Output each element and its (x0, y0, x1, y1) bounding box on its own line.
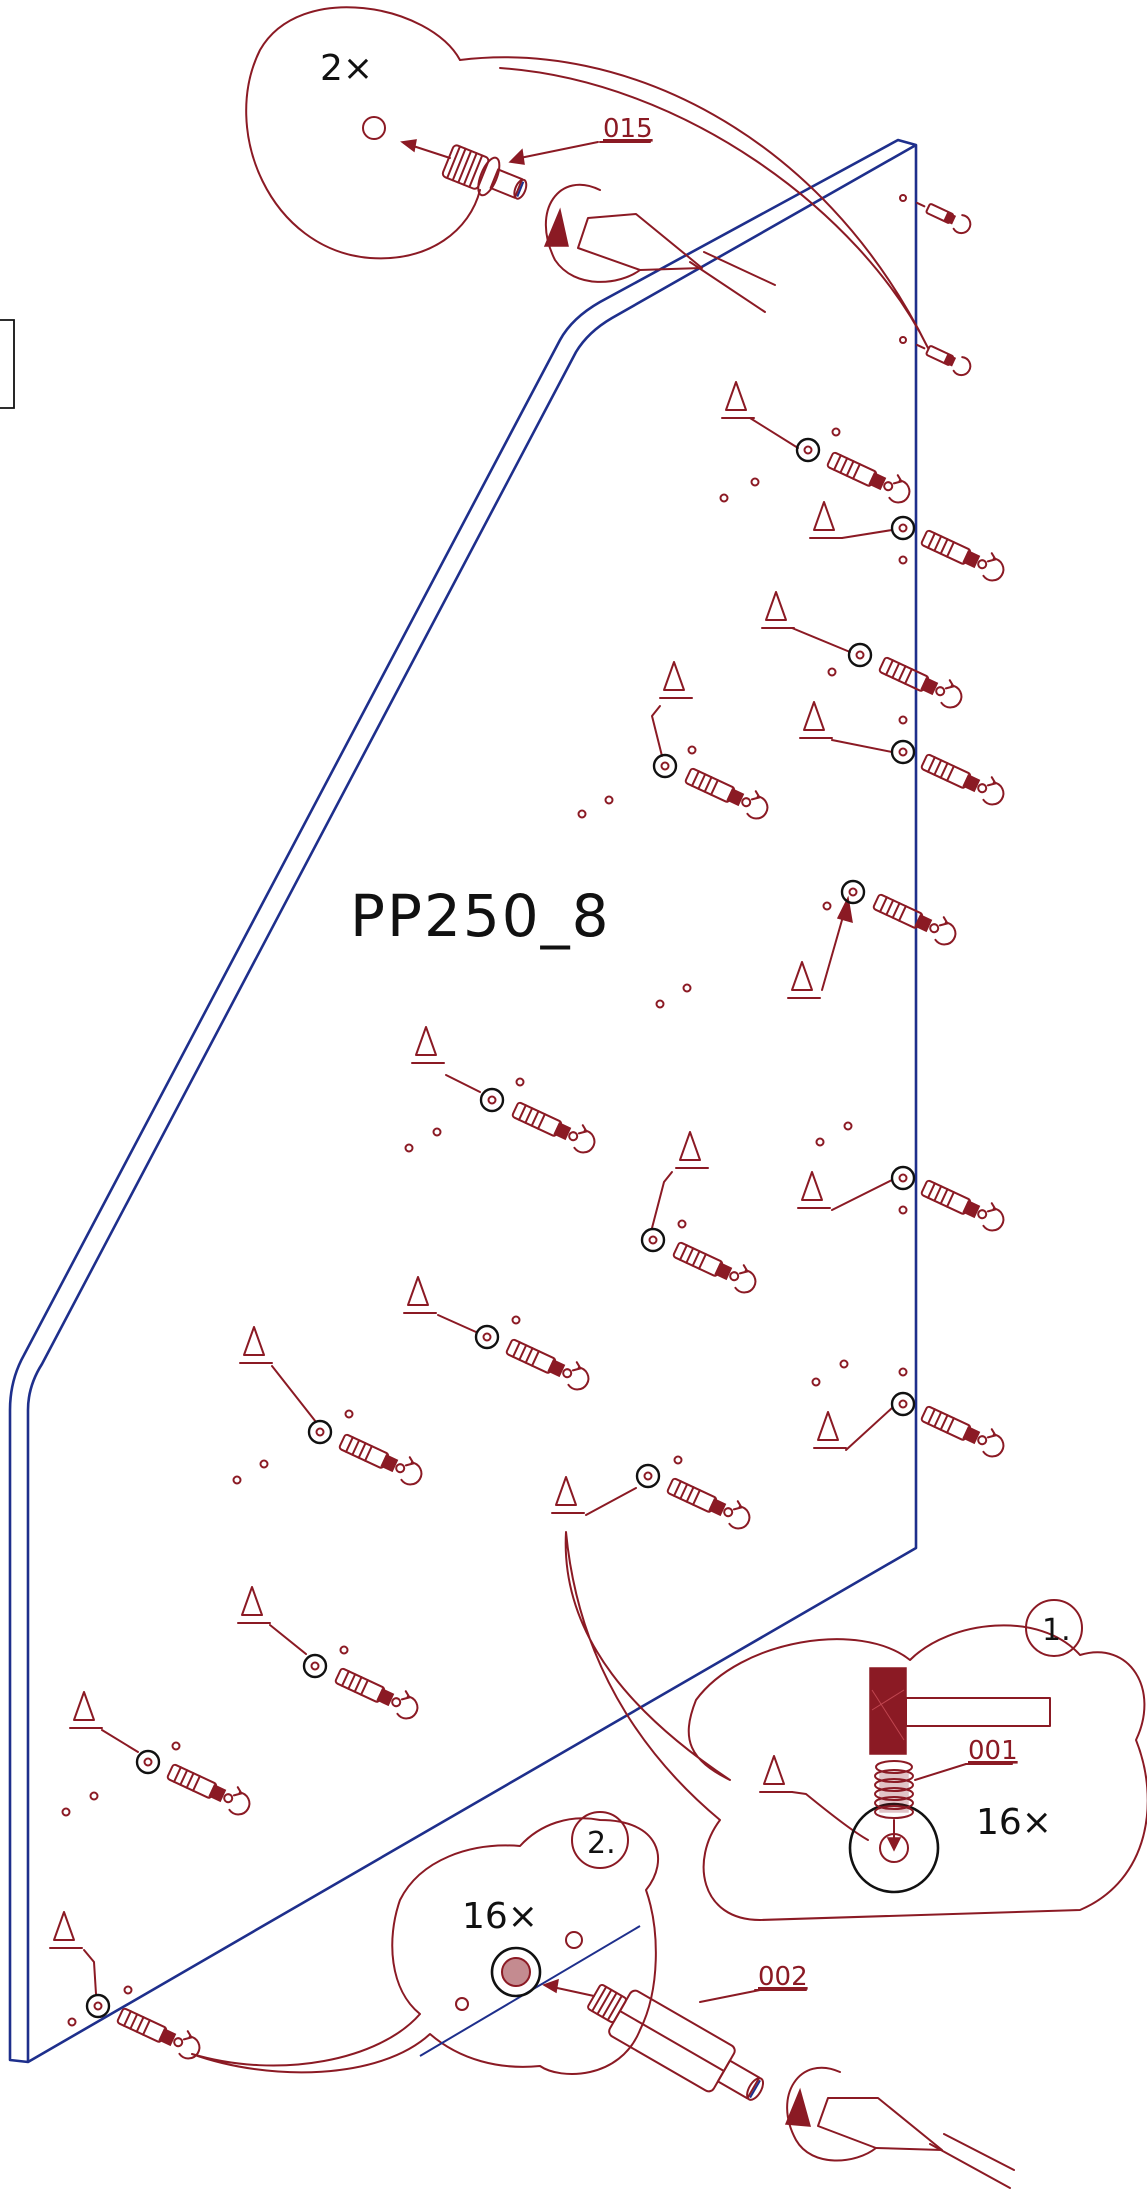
corner-pins (899, 194, 975, 380)
insert-position (403, 1276, 595, 1395)
frame-bracket (0, 319, 15, 409)
qty-step-2: 16× (462, 1896, 538, 1937)
step-2-number: 2. (587, 1826, 616, 1861)
installed-insert (490, 1946, 542, 1998)
detail-step-2: 2. 16× 002 (191, 1811, 1015, 2189)
insert-position (761, 591, 968, 725)
connector-015 (441, 144, 528, 200)
part-001-label: 001 (968, 1736, 1018, 1766)
detail-015: 2× 015 (245, 6, 929, 349)
panel-outline (8, 138, 918, 2064)
insert-position (655, 879, 962, 1009)
step-1-number: 1. (1042, 1613, 1071, 1648)
part-015-label: 015 (603, 114, 653, 144)
qty-top: 2× (320, 48, 373, 89)
insert-position (404, 1026, 601, 1158)
insert-001 (874, 1760, 914, 1819)
insert-position (61, 1691, 256, 1820)
connector-002 (587, 1983, 765, 2101)
panel-label: PP250_8 (350, 882, 611, 950)
insert-position (577, 661, 774, 824)
mallet (869, 1667, 1051, 1755)
insert-position (799, 701, 1010, 810)
insert-position (49, 1911, 206, 2064)
hole-top (362, 116, 386, 140)
insert-positions (49, 381, 1010, 2064)
insert-position (551, 1455, 756, 1534)
insert-position (811, 1359, 1010, 1462)
hole-enlarged (848, 1802, 940, 1894)
screwdriver-bottom (784, 2066, 1015, 2189)
insert-position (640, 1131, 762, 1298)
insert-position (797, 1121, 1010, 1236)
detail-step-1: 1. 001 16× (564, 1531, 1147, 1921)
insert-position (809, 501, 1010, 586)
screwdriver-top (543, 183, 776, 313)
qty-step-1: 16× (976, 1802, 1052, 1843)
insert-position (232, 1326, 428, 1490)
insert-position (719, 381, 916, 508)
insert-position (237, 1586, 424, 1724)
part-002-label: 002 (758, 1962, 808, 1992)
